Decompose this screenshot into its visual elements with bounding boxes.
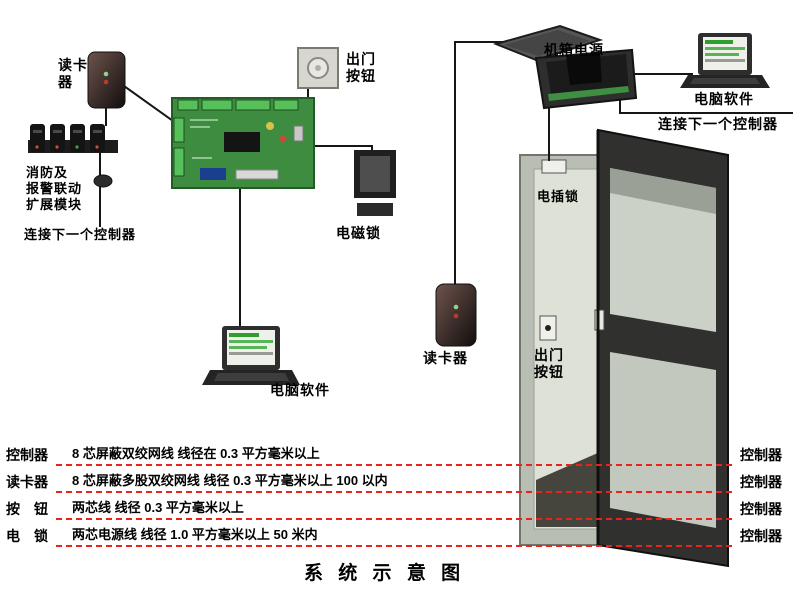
label-exit-button-top: 出门 按钮 (346, 51, 376, 85)
label-magnetic-lock: 电磁锁 (336, 225, 381, 241)
power-supply-box-icon (492, 24, 638, 110)
door-leaf (594, 128, 729, 568)
controller-board-icon (171, 97, 315, 189)
exit-button-right-icon (539, 315, 557, 341)
spec-description: 两芯电源线 线径 1.0 平方毫米以上 50 米内 (72, 527, 318, 542)
laptop-top-right-icon (680, 33, 770, 88)
spec-description: 8 芯屏蔽双绞网线 线径在 0.3 平方毫米以上 (72, 446, 320, 461)
spec-dashed-line: 两芯线 线径 0.3 平方毫米以上 (56, 492, 732, 520)
magnetic-lock-icon (354, 150, 396, 216)
laptop-bottom-icon (202, 326, 300, 385)
label-connect-next-controller-right: 连接下一个控制器 (658, 116, 778, 132)
spec-description: 8 芯屏蔽多股双绞网线 线径 0.3 平方毫米以上 100 以内 (72, 473, 388, 488)
spec-to-label: 控制器 (740, 528, 782, 544)
label-pc-software-bottom: 电脑软件 (270, 382, 330, 398)
diagram-title: 系 统 示 意 图 (304, 563, 466, 584)
card-reader-left-icon (87, 51, 126, 109)
spec-from-label: 电 锁 (6, 528, 48, 544)
label-chassis-power: 机箱电源 (544, 42, 604, 58)
label-pc-software-right: 电脑软件 (694, 91, 754, 107)
spec-to-label: 控制器 (740, 501, 782, 517)
spec-to-label: 控制器 (740, 447, 782, 463)
wiring-spec-row-button: 按 钮 两芯线 线径 0.3 平方毫米以上 控制器 (6, 494, 794, 520)
spec-dashed-line: 8 芯屏蔽双绞网线 线径在 0.3 平方毫米以上 (56, 438, 732, 466)
spec-from-label: 读卡器 (6, 474, 48, 490)
spec-dashed-line: 8 芯屏蔽多股双绞网线 线径 0.3 平方毫米以上 100 以内 (56, 465, 732, 493)
label-card-reader-left: 读卡 器 (58, 57, 88, 91)
spec-description: 两芯线 线径 0.3 平方毫米以上 (72, 500, 244, 515)
spec-dashed-line: 两芯电源线 线径 1.0 平方毫米以上 50 米内 (56, 519, 732, 547)
spec-from-label: 按 钮 (6, 501, 48, 517)
exit-button-top-icon (297, 47, 339, 89)
label-card-reader-right: 读卡器 (423, 350, 468, 366)
electric-bolt-lock-icon (541, 159, 567, 174)
spec-to-label: 控制器 (740, 474, 782, 490)
label-electric-bolt-lock: 电插锁 (537, 189, 580, 204)
card-reader-right-icon (435, 283, 477, 347)
wiring-spec-row-lock: 电 锁 两芯电源线 线径 1.0 平方毫米以上 50 米内 控制器 (6, 521, 794, 547)
wiring-spec-row-card-reader: 读卡器 8 芯屏蔽多股双绞网线 线径 0.3 平方毫米以上 100 以内 控制器 (6, 467, 794, 493)
connection-lines (99, 41, 793, 328)
label-exit-button-right: 出门 按钮 (534, 347, 564, 381)
label-connect-next-controller-left: 连接下一个控制器 (24, 227, 137, 242)
wiring-spec-row-controller: 控制器 8 芯屏蔽双绞网线 线径在 0.3 平方毫米以上 控制器 (6, 440, 794, 466)
label-fire-alarm-module: 消防及 报警联动 扩展模块 (26, 165, 83, 212)
fire-alarm-module-icon (28, 124, 118, 188)
spec-from-label: 控制器 (6, 447, 48, 463)
